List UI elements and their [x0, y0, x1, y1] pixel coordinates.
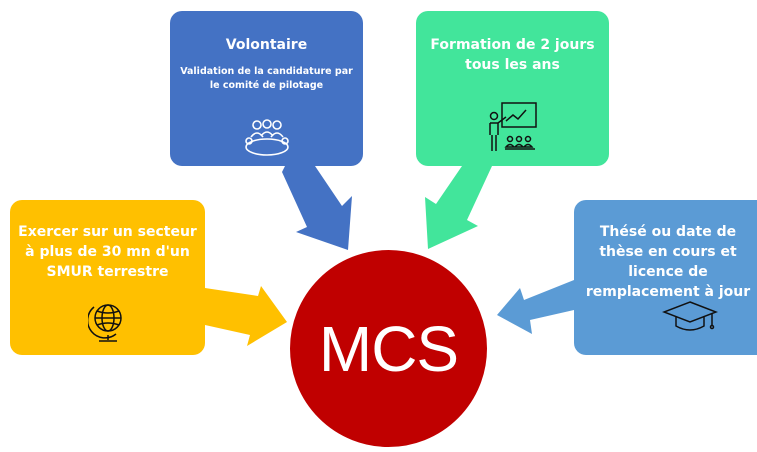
mcs-center-circle: MCS	[287, 247, 490, 450]
arrow-exercer	[205, 286, 287, 346]
criterion-formation-box: Formation de 2 jours tous les ans	[416, 11, 609, 166]
criterion-exercer-box: Exercer sur un secteur à plus de 30 mn d…	[10, 200, 205, 355]
criterion-these-box: Thésé ou date de thèse en cours et licen…	[574, 200, 757, 355]
criterion-formation-title: Formation de 2 jours tous les ans	[430, 37, 595, 73]
criterion-these-title: Thésé ou date de thèse en cours et licen…	[585, 224, 751, 300]
criterion-volontaire-subtitle: Validation de la candidature par le comi…	[180, 66, 353, 91]
criterion-exercer-title: Exercer sur un secteur à plus de 30 mn d…	[18, 224, 197, 280]
arrow-formation	[425, 166, 492, 249]
mcs-center-label: MCS	[318, 312, 459, 385]
criterion-volontaire-title: Volontaire	[225, 37, 308, 53]
graduation-cap-icon	[661, 298, 719, 338]
criterion-volontaire-box: Volontaire Validation de la candidature …	[170, 11, 363, 166]
teacher-board-icon	[486, 101, 540, 157]
globe-icon	[86, 300, 128, 348]
arrow-volontaire	[282, 166, 352, 250]
meeting-table-icon	[243, 119, 291, 163]
arrow-these	[497, 280, 574, 334]
